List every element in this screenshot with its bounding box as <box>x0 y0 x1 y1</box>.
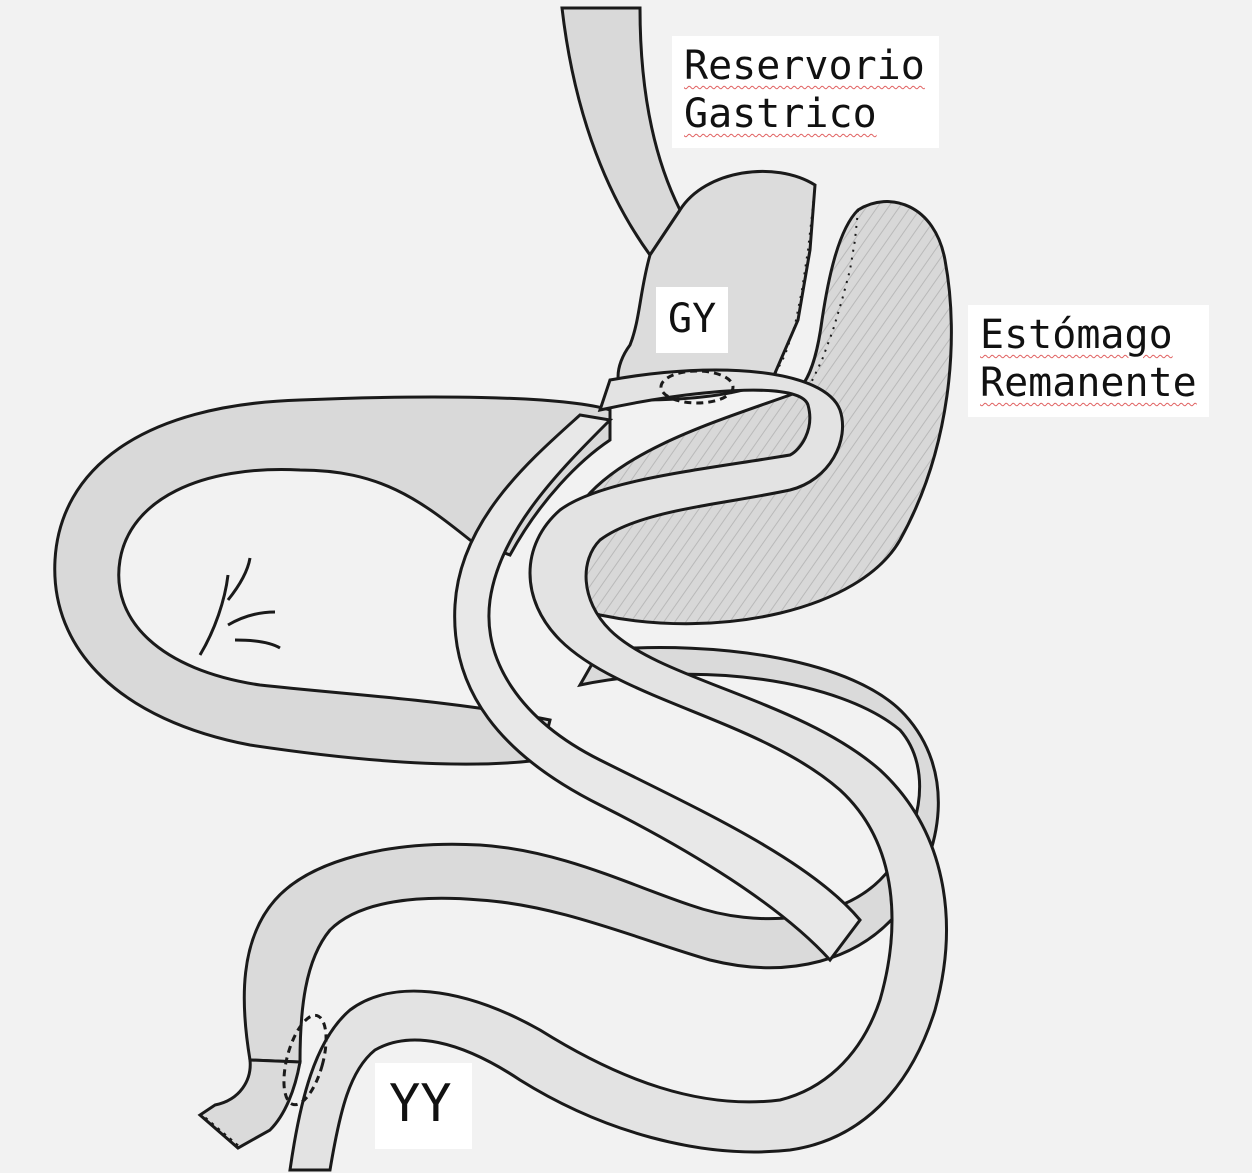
jejunojejunal-label: YY <box>375 1063 472 1149</box>
gastrojejunal-label: GY <box>656 287 728 353</box>
gastric-pouch-label-line2: Gastrico <box>684 90 925 138</box>
esophagus <box>562 8 680 255</box>
gastric-pouch-label: Reservorio Gastrico <box>672 36 939 148</box>
remnant-stomach-label: Estómago Remanente <box>968 305 1209 417</box>
remnant-stomach-label-line2: Remanente <box>980 359 1197 407</box>
mesenteric-vessels <box>200 558 280 655</box>
remnant-stomach-label-line1: Estómago <box>980 311 1197 359</box>
gastric-pouch-label-line1: Reservorio <box>684 42 925 90</box>
